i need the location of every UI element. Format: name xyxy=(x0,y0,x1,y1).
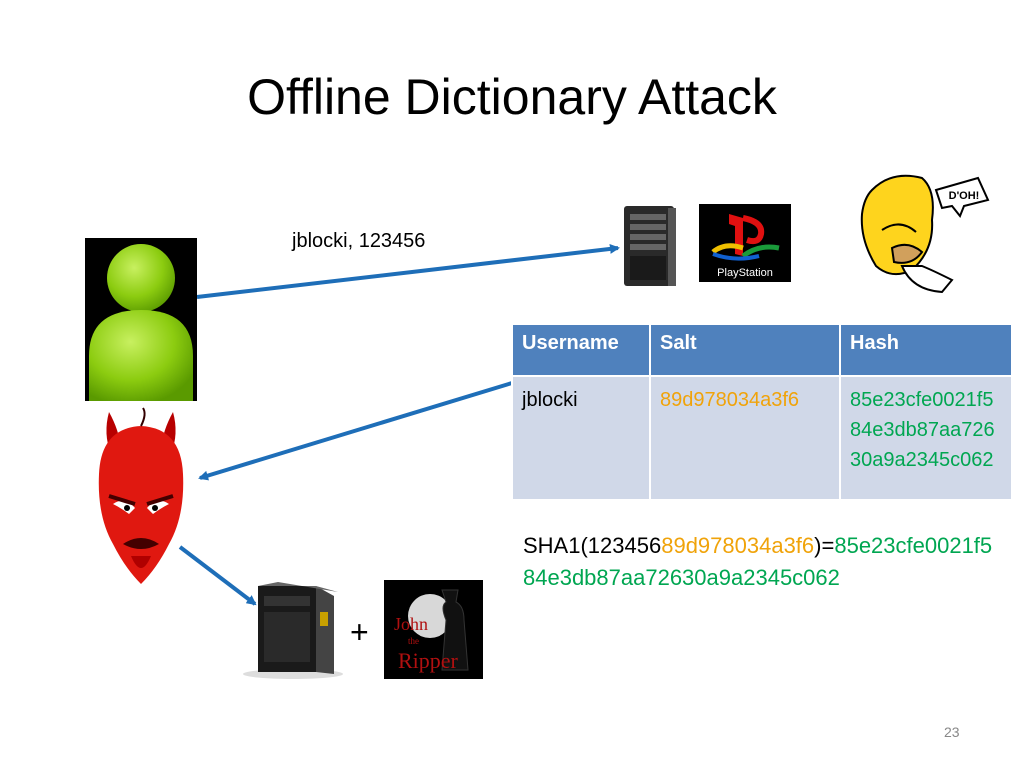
slide-title: Offline Dictionary Attack xyxy=(247,69,777,125)
header-username: Username xyxy=(511,323,651,377)
formula-hash: 85e23cfe0021f584e3db87aa72630a9a2345c062 xyxy=(523,533,993,590)
homer-doh-text: D'OH! xyxy=(949,190,980,202)
arrow-user-to-server xyxy=(196,243,620,299)
playstation-logo-text: PlayStation xyxy=(717,267,773,279)
table-header-row: Username Salt Hash xyxy=(511,323,1013,377)
homer-simpson-doh-icon: D'OH! xyxy=(860,174,990,294)
john-the-ripper-logo: John the Ripper xyxy=(384,580,483,679)
sha1-formula: SHA1(12345689d978034a3f6)=85e23cfe0021f5… xyxy=(523,530,1003,594)
credentials-label: jblocki, 123456 xyxy=(292,230,426,252)
plus-sign: + xyxy=(350,614,369,650)
arrow-devil-to-supercomputer xyxy=(178,545,257,606)
playstation-logo: PlayStation xyxy=(699,204,791,282)
user-icon xyxy=(85,238,197,401)
password-table: Username Salt Hash jblocki 89d978034a3f6… xyxy=(511,323,1013,501)
devil-icon xyxy=(98,407,184,584)
formula-salt: 89d978034a3f6 xyxy=(661,533,815,558)
formula-prefix: SHA1(123456 xyxy=(523,533,662,558)
cell-username: jblocki xyxy=(511,375,651,501)
formula-equals: )= xyxy=(814,533,835,558)
jtr-john: John xyxy=(394,614,428,634)
cell-hash: 85e23cfe0021f584e3db87aa72630a9a2345c062 xyxy=(839,375,1013,501)
page-number: 23 xyxy=(944,724,960,740)
server-icon xyxy=(624,206,676,286)
header-salt: Salt xyxy=(649,323,841,377)
table-row: jblocki 89d978034a3f6 85e23cfe0021f584e3… xyxy=(511,375,1013,501)
header-hash: Hash xyxy=(839,323,1013,377)
arrow-table-to-devil xyxy=(198,381,513,481)
cray-supercomputer-icon xyxy=(243,582,343,679)
jtr-the: the xyxy=(408,636,419,646)
jtr-ripper: Ripper xyxy=(398,648,459,673)
cell-salt: 89d978034a3f6 xyxy=(649,375,841,501)
